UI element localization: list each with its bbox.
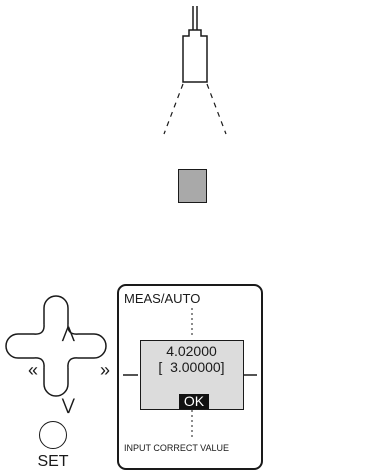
footer-label: INPUT CORRECT VALUE (124, 443, 230, 453)
double-chevron-down-icon: ⋁ (61, 397, 75, 414)
ok-button[interactable]: OK (179, 394, 209, 409)
ok-button-label: OK (183, 393, 205, 409)
input-value: [ 3.00000] (158, 359, 225, 375)
set-button-label: SET (37, 453, 69, 470)
display-screen: MEAS/AUTO 4.02000 [ 3.00000] OK INPUT CO… (117, 284, 263, 470)
double-chevron-left-icon: « (28, 360, 39, 380)
double-chevron-up-icon: ⋀ (61, 325, 75, 342)
set-button[interactable] (39, 421, 67, 449)
mode-label: MEAS/AUTO (124, 291, 201, 306)
down-button[interactable]: ⋁ (44, 370, 75, 414)
display-guides (123, 308, 257, 438)
up-button[interactable]: ⋀ (44, 298, 75, 342)
keypad-outline (5, 295, 107, 397)
target-square-icon (178, 169, 207, 203)
left-button[interactable]: « (8, 334, 38, 380)
double-chevron-right-icon: » (100, 360, 111, 380)
right-button[interactable]: » (80, 334, 110, 380)
direction-keypad: ⋀ ⋁ « » (0, 290, 112, 414)
value-box: 4.02000 [ 3.00000] OK (140, 340, 244, 410)
sensor-head-icon (163, 6, 227, 135)
measured-value: 4.02000 (166, 343, 217, 359)
